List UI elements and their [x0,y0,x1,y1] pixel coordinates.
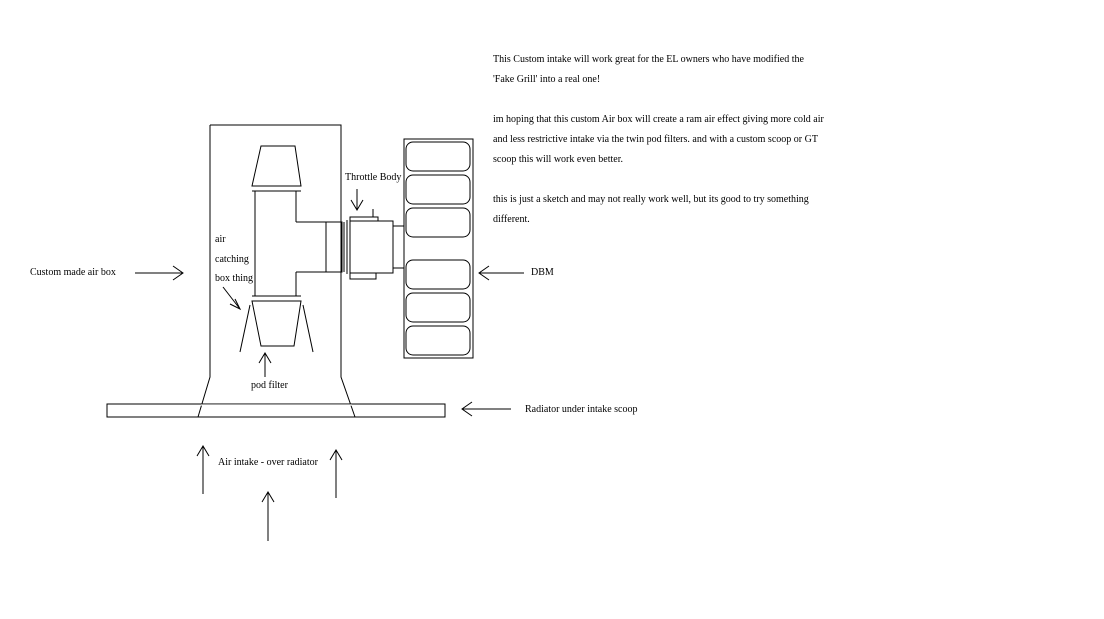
air-intake-label: Air intake - over radiator [218,457,318,468]
arrow-custom-air-box [135,265,184,281]
upper-pod-filter [251,145,302,187]
right-deflector [302,304,314,353]
air-catching-label-line-1: air [215,234,226,245]
note-line: im hoping that this custom Air box will … [493,114,824,125]
note-line: this is just a sketch and may not really… [493,194,809,205]
note-paragraph-2: im hoping that this custom Air box will … [493,110,833,170]
arrow-dbm [478,265,524,281]
note-paragraph-3: this is just a sketch and may not really… [493,190,833,230]
left-deflector [239,304,251,353]
arrow-radiator [461,401,511,417]
radiator-bar [106,403,446,418]
dbm-grille [403,138,474,359]
radiator-label: Radiator under intake scoop [525,404,638,415]
note-line: different. [493,214,530,225]
arrow-pod-filter [258,352,272,377]
throttle-body [349,220,394,274]
pod-filter-label: pod filter [251,380,288,391]
note-line: and less restrictive intake via the twin… [493,134,818,145]
vertical-tube [254,191,297,296]
note-line: This Custom intake will work great for t… [493,54,804,65]
lower-pod-filter [251,300,302,347]
air-box-outline [197,124,356,418]
note-line: scoop this will work even better. [493,154,623,165]
arrow-air-catching [222,286,242,311]
air-catching-label-line-2: catching [215,254,249,265]
custom-made-air-box-label: Custom made air box [30,267,116,278]
arrow-air-intake-bottom [261,491,275,541]
horizontal-tube [296,221,327,273]
air-catching-label-line-3: box thing [215,273,254,284]
arrow-air-intake-right [329,449,343,498]
note-paragraph-1: This Custom intake will work great for t… [493,50,833,90]
arrow-throttle-body [350,189,364,211]
dbm-label: DBM [531,267,554,278]
note-line: 'Fake Grill' into a real one! [493,74,601,85]
arrow-air-intake-left [196,445,210,494]
throttle-body-label: Throttle Body [345,172,402,183]
